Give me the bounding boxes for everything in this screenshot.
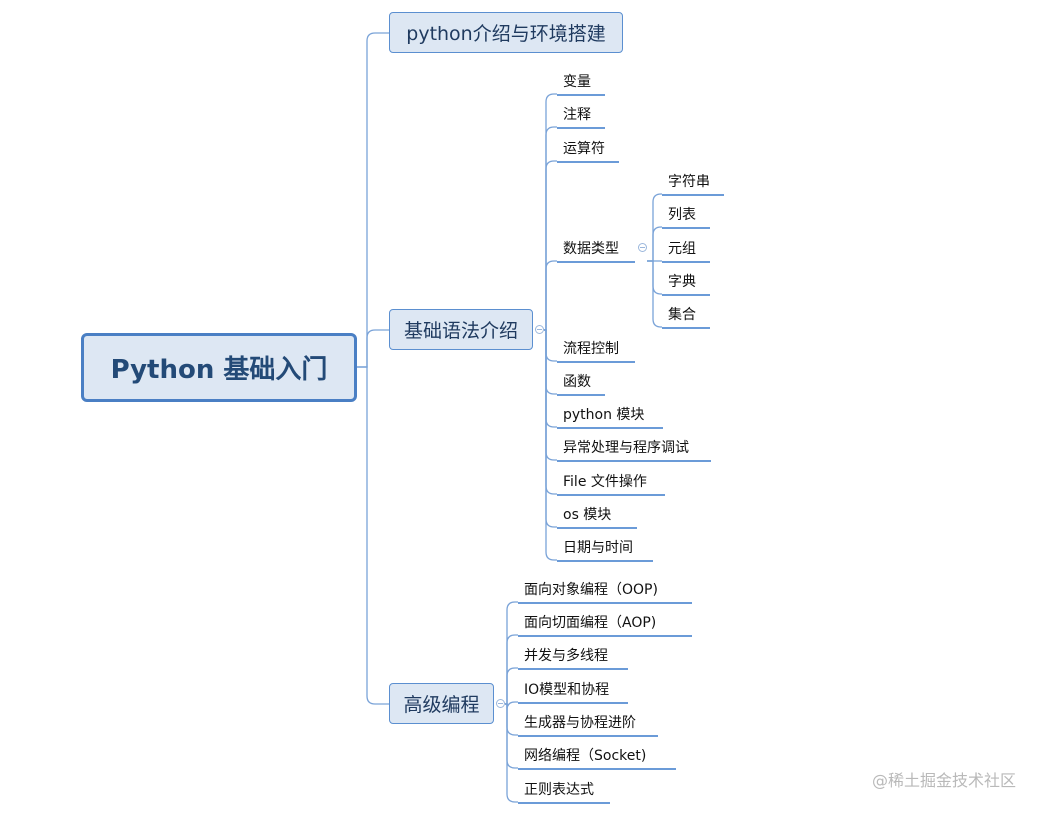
branch-basic-syntax[interactable]: 基础语法介绍	[389, 309, 533, 350]
branch-advanced[interactable]: 高级编程	[389, 683, 494, 724]
root-wire-0	[357, 32, 389, 368]
advanced-wire-0	[505, 601, 518, 705]
leaf-set[interactable]: 集合	[662, 305, 710, 329]
leaf-comment[interactable]: 注释	[557, 105, 605, 129]
branch-label: 基础语法介绍	[403, 320, 518, 342]
leaf-datetime[interactable]: 日期与时间	[557, 538, 653, 562]
root-wire-2	[357, 366, 389, 705]
collapse-advanced-icon[interactable]	[496, 699, 505, 708]
basic-wire-1	[544, 126, 557, 331]
leaf-tuple[interactable]: 元组	[662, 239, 710, 263]
collapse-datatype-icon[interactable]	[638, 243, 647, 252]
branch-label: python介绍与环境搭建	[406, 23, 606, 45]
leaf-variable[interactable]: 变量	[557, 72, 605, 96]
datatype-wire-0	[647, 193, 662, 262]
leaf-operator[interactable]: 运算符	[557, 139, 619, 163]
advanced-wire-6	[505, 703, 518, 803]
leaf-datatype[interactable]: 数据类型	[557, 239, 635, 263]
leaf-list[interactable]: 列表	[662, 205, 710, 229]
leaf-exception[interactable]: 异常处理与程序调试	[557, 438, 711, 462]
basic-wire-2	[544, 160, 557, 331]
root-node[interactable]: Python 基础入门	[81, 333, 357, 402]
branch-label: 高级编程	[403, 694, 480, 716]
collapse-basic-icon[interactable]	[535, 325, 544, 334]
leaf-socket[interactable]: 网络编程（Socket)	[518, 746, 676, 770]
basic-wire-10	[544, 329, 557, 561]
leaf-python-module[interactable]: python 模块	[557, 405, 663, 429]
leaf-flow-control[interactable]: 流程控制	[557, 339, 635, 363]
leaf-aop[interactable]: 面向切面编程（AOP)	[518, 613, 692, 637]
basic-wire-3	[544, 260, 557, 331]
root-label: Python 基础入门	[110, 355, 328, 385]
datatype-wire-4	[647, 260, 662, 328]
datatype-wire-3	[647, 260, 662, 295]
leaf-dict[interactable]: 字典	[662, 272, 710, 296]
leaf-generator[interactable]: 生成器与协程进阶	[518, 713, 658, 737]
leaf-oop[interactable]: 面向对象编程（OOP)	[518, 580, 692, 604]
watermark: @稀土掘金技术社区	[871, 771, 1016, 790]
leaf-os-module[interactable]: os 模块	[557, 505, 637, 529]
basic-wire-0	[544, 93, 557, 331]
leaf-concurrency[interactable]: 并发与多线程	[518, 646, 628, 670]
leaf-function[interactable]: 函数	[557, 372, 605, 396]
advanced-wire-2	[505, 667, 518, 705]
branch-python-intro[interactable]: python介绍与环境搭建	[389, 12, 623, 53]
root-wire-1	[357, 329, 389, 368]
leaf-string[interactable]: 字符串	[662, 172, 724, 196]
datatype-wire-1	[647, 226, 662, 262]
leaf-file-ops[interactable]: File 文件操作	[557, 472, 665, 496]
leaf-io-coroutine[interactable]: IO模型和协程	[518, 680, 628, 704]
leaf-regex[interactable]: 正则表达式	[518, 780, 610, 804]
advanced-wire-1	[505, 634, 518, 705]
